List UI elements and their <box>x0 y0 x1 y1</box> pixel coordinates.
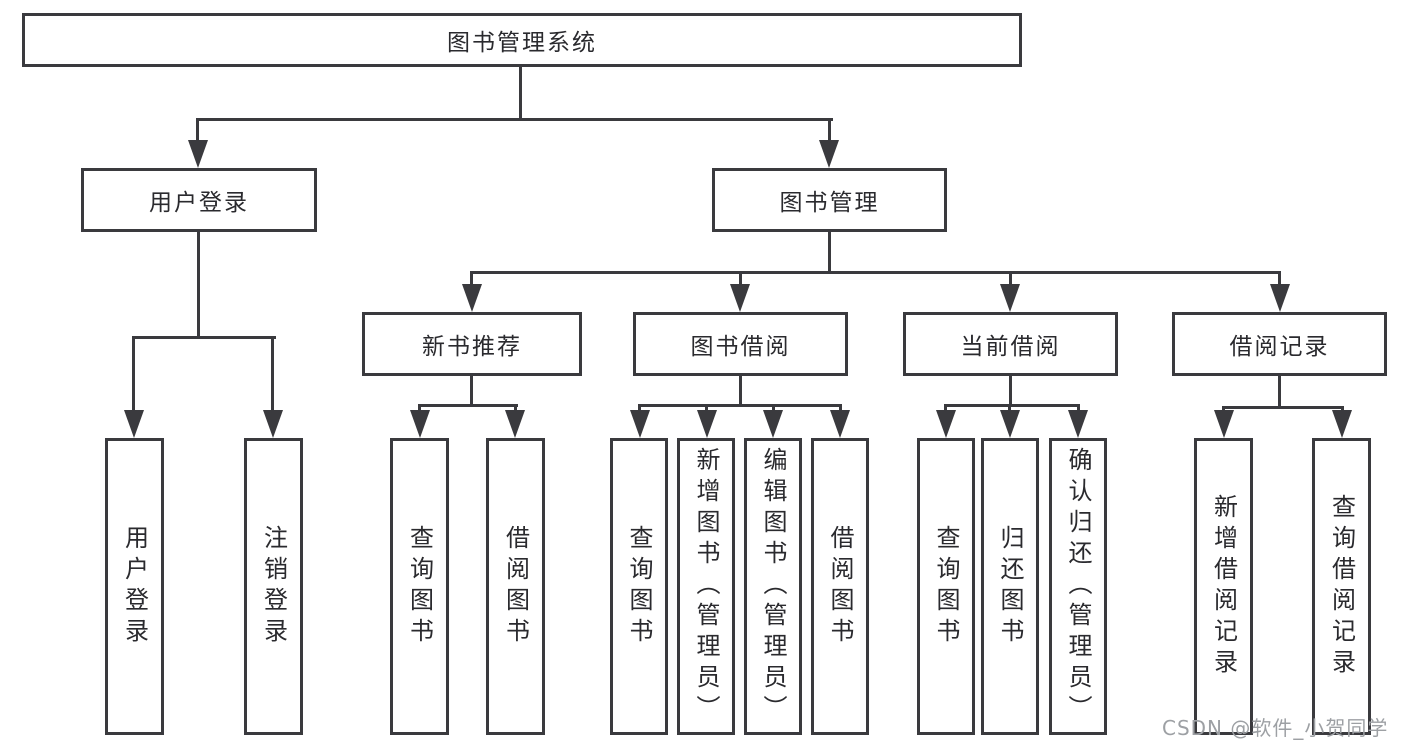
leaf-user-login-label: 用户登录 <box>120 524 149 649</box>
connector-segment <box>828 232 831 274</box>
arrow-head <box>819 140 839 168</box>
arrow-head <box>263 410 283 438</box>
node-user-login: 用户登录 <box>81 168 317 232</box>
node-root-system: 图书管理系统 <box>22 13 1022 67</box>
leaf-record-query: 查询借阅记录 <box>1312 438 1371 735</box>
connector-segment <box>418 404 421 414</box>
node-book-management-label: 图书管理 <box>779 190 880 216</box>
leaf-user-login: 用户登录 <box>105 438 164 735</box>
connector-segment <box>1009 271 1012 287</box>
leaf-newbook-borrow: 借阅图书 <box>486 438 545 735</box>
node-current-borrow-label: 当前借阅 <box>960 334 1061 360</box>
arrow-head <box>1000 410 1020 438</box>
connector-segment <box>514 404 517 414</box>
connector-segment <box>1077 404 1080 414</box>
arrow-head <box>505 410 525 438</box>
arrow-head <box>1068 410 1088 438</box>
leaf-newbook-query: 查询图书 <box>390 438 449 735</box>
arrow-head <box>1000 284 1020 312</box>
leaf-record-add-label: 新增借阅记录 <box>1209 493 1238 680</box>
node-borrow-record: 借阅记录 <box>1172 312 1387 376</box>
connector-segment <box>196 118 833 121</box>
connector-segment <box>944 404 1080 407</box>
leaf-current-return-label: 归还图书 <box>996 524 1024 649</box>
connector-segment <box>828 118 831 146</box>
connector-segment <box>271 336 274 414</box>
arrow-head <box>630 410 650 438</box>
node-new-book-recommend-label: 新书推荐 <box>422 334 522 360</box>
node-book-borrow-label: 图书借阅 <box>690 334 791 360</box>
leaf-borrow-add-admin-label: 新增图书（管理员） <box>692 447 720 726</box>
connector-segment <box>132 336 135 414</box>
arrow-head <box>1214 410 1234 438</box>
leaf-newbook-borrow-label: 借阅图书 <box>501 524 530 649</box>
node-current-borrow: 当前借阅 <box>903 312 1118 376</box>
leaf-newbook-query-label: 查询图书 <box>405 524 434 649</box>
leaf-current-confirm-admin-label: 确认归还（管理员） <box>1064 447 1092 726</box>
node-root-label: 图书管理系统 <box>447 30 597 56</box>
csdn-watermark: CSDN @软件_小贺同学 <box>1162 716 1389 740</box>
arrow-head <box>410 410 430 438</box>
connector-segment <box>944 404 947 414</box>
leaf-borrow-edit-admin-label: 编辑图书（管理员） <box>759 447 787 726</box>
leaf-current-query: 查询图书 <box>917 438 975 735</box>
connector-segment <box>1009 376 1012 407</box>
connector-segment <box>638 404 641 414</box>
connector-segment <box>1222 406 1344 409</box>
arrow-head <box>936 410 956 438</box>
connector-segment <box>470 271 473 287</box>
connector-segment <box>739 376 742 407</box>
connector-segment <box>638 404 842 407</box>
connector-segment <box>418 404 518 407</box>
arrow-head <box>188 140 208 168</box>
connector-segment <box>839 404 842 414</box>
arrow-head <box>462 284 482 312</box>
leaf-current-confirm-admin: 确认归还（管理员） <box>1049 438 1107 735</box>
node-book-management: 图书管理 <box>712 168 947 232</box>
connector-segment <box>132 336 276 339</box>
arrow-head <box>830 410 850 438</box>
arrow-head <box>1270 284 1290 312</box>
leaf-current-query-label: 查询图书 <box>932 524 960 649</box>
arrow-head <box>1332 410 1352 438</box>
leaf-borrow-book-label: 借阅图书 <box>826 524 854 649</box>
arrow-head <box>763 410 783 438</box>
leaf-logout: 注销登录 <box>244 438 303 735</box>
connector-segment <box>1278 271 1281 287</box>
connector-segment <box>470 271 1281 274</box>
arrow-head <box>124 410 144 438</box>
connector-segment <box>705 404 708 414</box>
leaf-logout-label: 注销登录 <box>259 524 288 649</box>
leaf-borrow-query: 查询图书 <box>610 438 668 735</box>
leaf-current-return: 归还图书 <box>981 438 1039 735</box>
leaf-record-add: 新增借阅记录 <box>1194 438 1253 735</box>
node-new-book-recommend: 新书推荐 <box>362 312 582 376</box>
connector-segment <box>1278 376 1281 408</box>
connector-segment <box>739 271 742 287</box>
connector-segment <box>470 376 473 407</box>
connector-segment <box>1008 404 1011 414</box>
connector-segment <box>519 67 522 120</box>
leaf-borrow-edit-admin: 编辑图书（管理员） <box>744 438 802 735</box>
leaf-borrow-book: 借阅图书 <box>811 438 869 735</box>
arrow-head <box>697 410 717 438</box>
connector-segment <box>197 232 200 339</box>
node-book-borrow: 图书借阅 <box>633 312 848 376</box>
leaf-record-query-label: 查询借阅记录 <box>1327 493 1356 680</box>
node-user-login-label: 用户登录 <box>149 190 249 216</box>
leaf-borrow-add-admin: 新增图书（管理员） <box>677 438 735 735</box>
connector-segment <box>196 118 199 146</box>
connector-segment <box>772 404 775 414</box>
leaf-borrow-query-label: 查询图书 <box>625 524 653 649</box>
node-borrow-record-label: 借阅记录 <box>1229 334 1330 360</box>
arrow-head <box>730 284 750 312</box>
